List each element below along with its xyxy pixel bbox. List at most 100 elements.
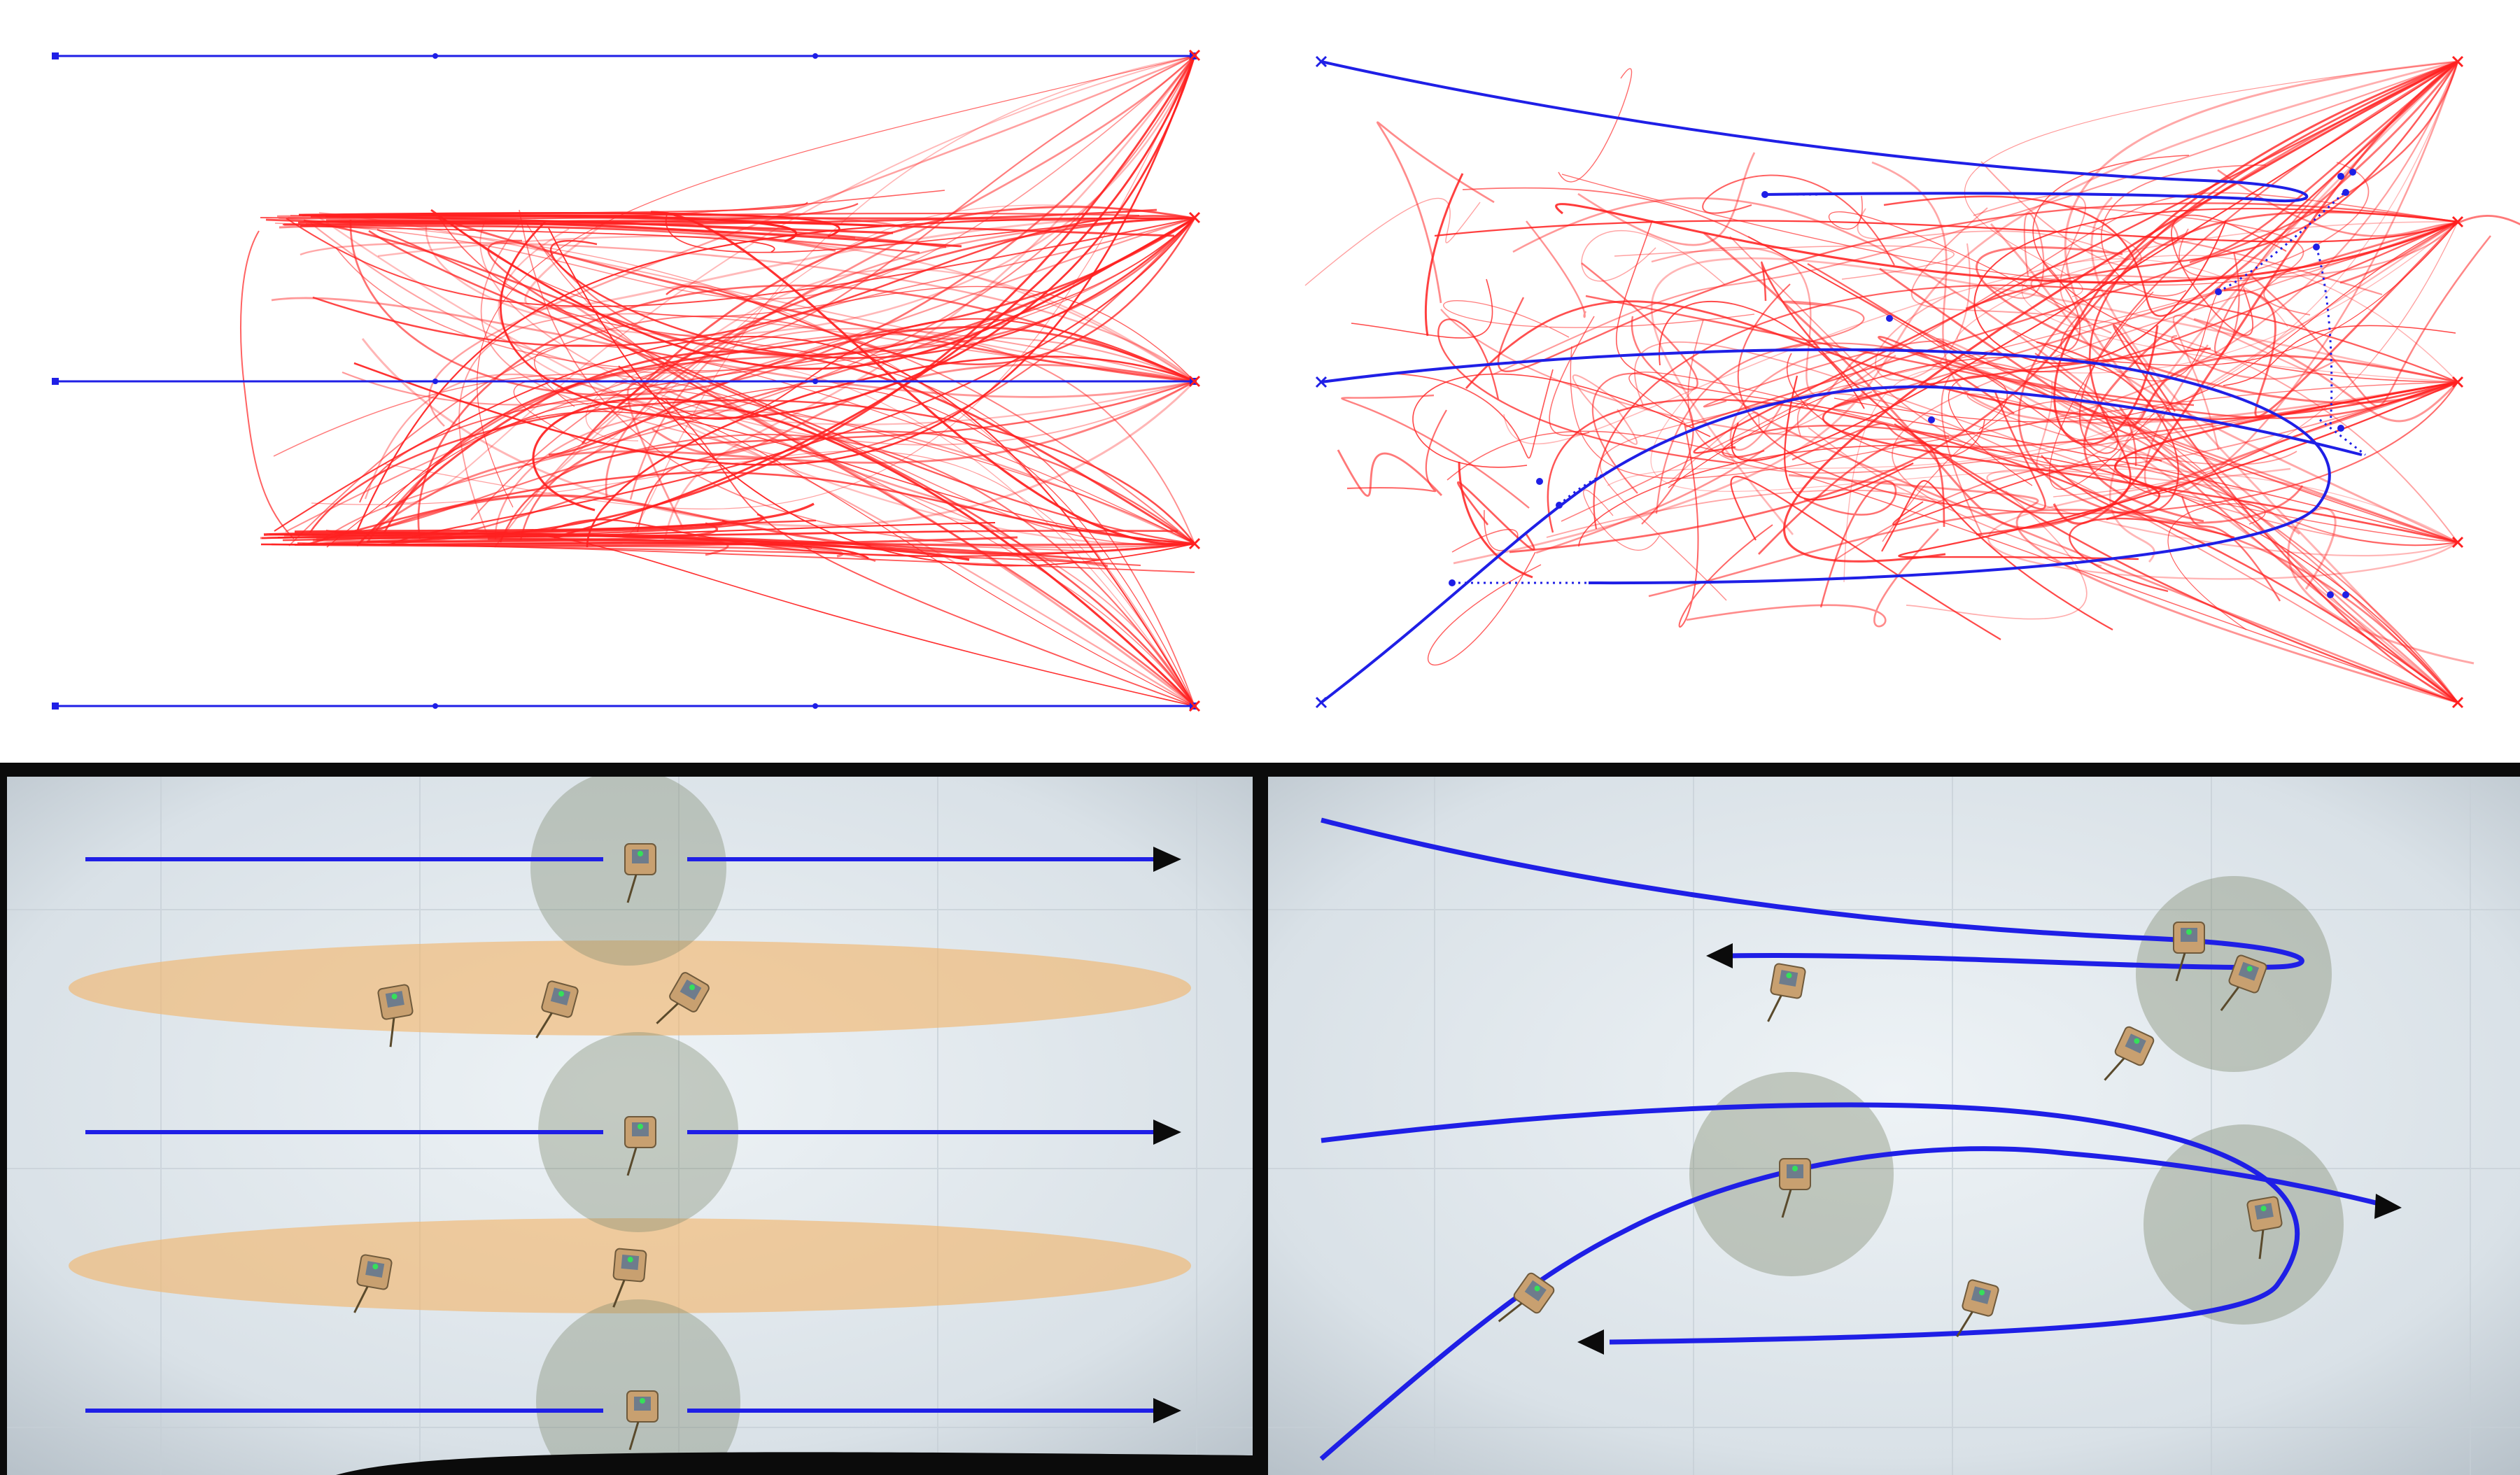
sampled-trajectory [1892,457,2162,525]
sampled-trajectory [382,217,1195,535]
sampled-trajectory [2064,205,2311,316]
sampled-trajectory [303,217,1195,357]
top-right-arrival-markers [2451,55,2464,709]
robot [624,843,656,903]
robot [626,1390,659,1451]
sampled-trajectory [1807,220,2458,373]
sampled-trajectory [1561,174,2458,285]
sampled-trajectory [665,399,1195,707]
sampled-trajectory [1434,220,2458,243]
sampled-trajectory [519,209,1195,549]
sampled-trajectory [377,235,1195,382]
sampled-trajectory [1822,347,2458,544]
arrowhead-icon [1153,1120,1181,1145]
sampled-trajectory [498,228,1195,425]
sampled-trajectory [2118,404,2458,703]
sampled-trajectory [1351,278,1493,339]
sampled-trajectory [1737,283,2458,514]
sampled-trajectory [1875,243,1971,381]
sampled-trajectory [1703,232,2458,529]
robot-led [689,984,695,991]
sampled-trajectory [458,230,1195,382]
sampled-trajectory [307,471,1195,546]
sampled-trajectory [1572,374,1638,445]
sampled-trajectory [652,363,1195,456]
top-right-track-3 [1320,385,2363,704]
sampled-trajectory [622,55,1195,537]
sampled-trajectory [364,373,1195,707]
sampled-trajectory [1555,203,2458,284]
sampled-trajectory [1882,400,2458,703]
top-right-track-1 [1321,60,2309,202]
bottom-left-floor-edge [336,1452,1253,1475]
sampled-trajectory [288,315,1195,546]
robot-led [2134,1038,2140,1044]
sampled-trajectory [274,55,1195,300]
sampled-trajectory [2214,61,2458,356]
sampled-trajectory [1346,409,1447,493]
robot-antenna [2220,986,2240,1012]
sampled-trajectory [1341,394,1530,509]
sampled-trajectory [1898,381,2458,560]
photo-track-6 [1319,1146,2391,1461]
arrowhead-icon [2374,1194,2402,1219]
robot-antenna [626,1147,638,1176]
sampled-trajectory [2181,495,2281,602]
robot-antenna [2175,952,2186,982]
sampled-trajectory [282,513,765,542]
robot-board [2125,1033,2146,1054]
sampled-trajectory [1547,398,2458,703]
sampled-trajectory [1616,220,2458,543]
bottom-left-photo-panel [7,777,1253,1475]
sampled-trajectory [1503,221,2458,445]
sampled-trajectory [274,519,817,536]
sampled-trajectory [286,218,1195,307]
sampled-trajectory [1987,467,2458,580]
sampled-trajectory [1792,381,2458,461]
sampled-trajectory [2287,507,2475,665]
sampled-trajectory [1451,509,1519,553]
sampled-trajectory [1558,68,1633,183]
sampled-trajectory [2053,221,2458,497]
sampled-trajectory [1833,464,2458,561]
sampled-trajectory [1458,461,1533,579]
sampled-trajectory [1990,212,2045,299]
robot-antenna [612,1279,626,1308]
sampled-trajectory [458,313,1195,538]
sampled-trajectory [1424,173,1464,337]
sampled-trajectory [1446,430,2458,703]
sampled-trajectory [302,201,808,217]
sampled-trajectory [437,216,1195,707]
sampled-trajectory [1686,528,1939,628]
robot-led [638,851,643,856]
sampled-trajectory [283,534,1095,552]
sampled-trajectory [1948,375,2033,486]
sampled-trajectory [532,397,1196,707]
sensing-disk-3 [536,1299,740,1475]
top-left-simulation-panel [52,49,1201,712]
sampled-trajectory [1443,300,1755,338]
sampled-trajectory [2178,162,2370,278]
sampled-trajectory [353,55,1196,466]
sampled-trajectory [2172,314,2311,451]
robot-board [2238,961,2260,981]
bottom-right-photo-panel [1268,777,2520,1475]
sampled-trajectory [1773,300,1865,351]
sampled-trajectory [1894,391,2046,510]
sampled-trajectory [2167,503,2266,630]
sampled-trajectory [1581,230,1726,285]
sampled-trajectory [1453,60,2458,565]
sampled-trajectory [2101,164,2267,297]
sampled-trajectory [1607,61,2458,486]
sampled-trajectory [2083,61,2459,523]
robot [2220,954,2267,1012]
top-right-track-2 [1321,348,2331,585]
sampled-trajectory [1337,449,1443,497]
robot [2246,1196,2283,1259]
sampled-trajectory [312,215,1195,347]
sampled-trajectory [1729,348,1848,451]
sampled-trajectory [326,402,1195,707]
panel-divider [1253,763,1268,1475]
sampled-trajectory [1581,262,1698,390]
robot-led [391,994,397,1000]
